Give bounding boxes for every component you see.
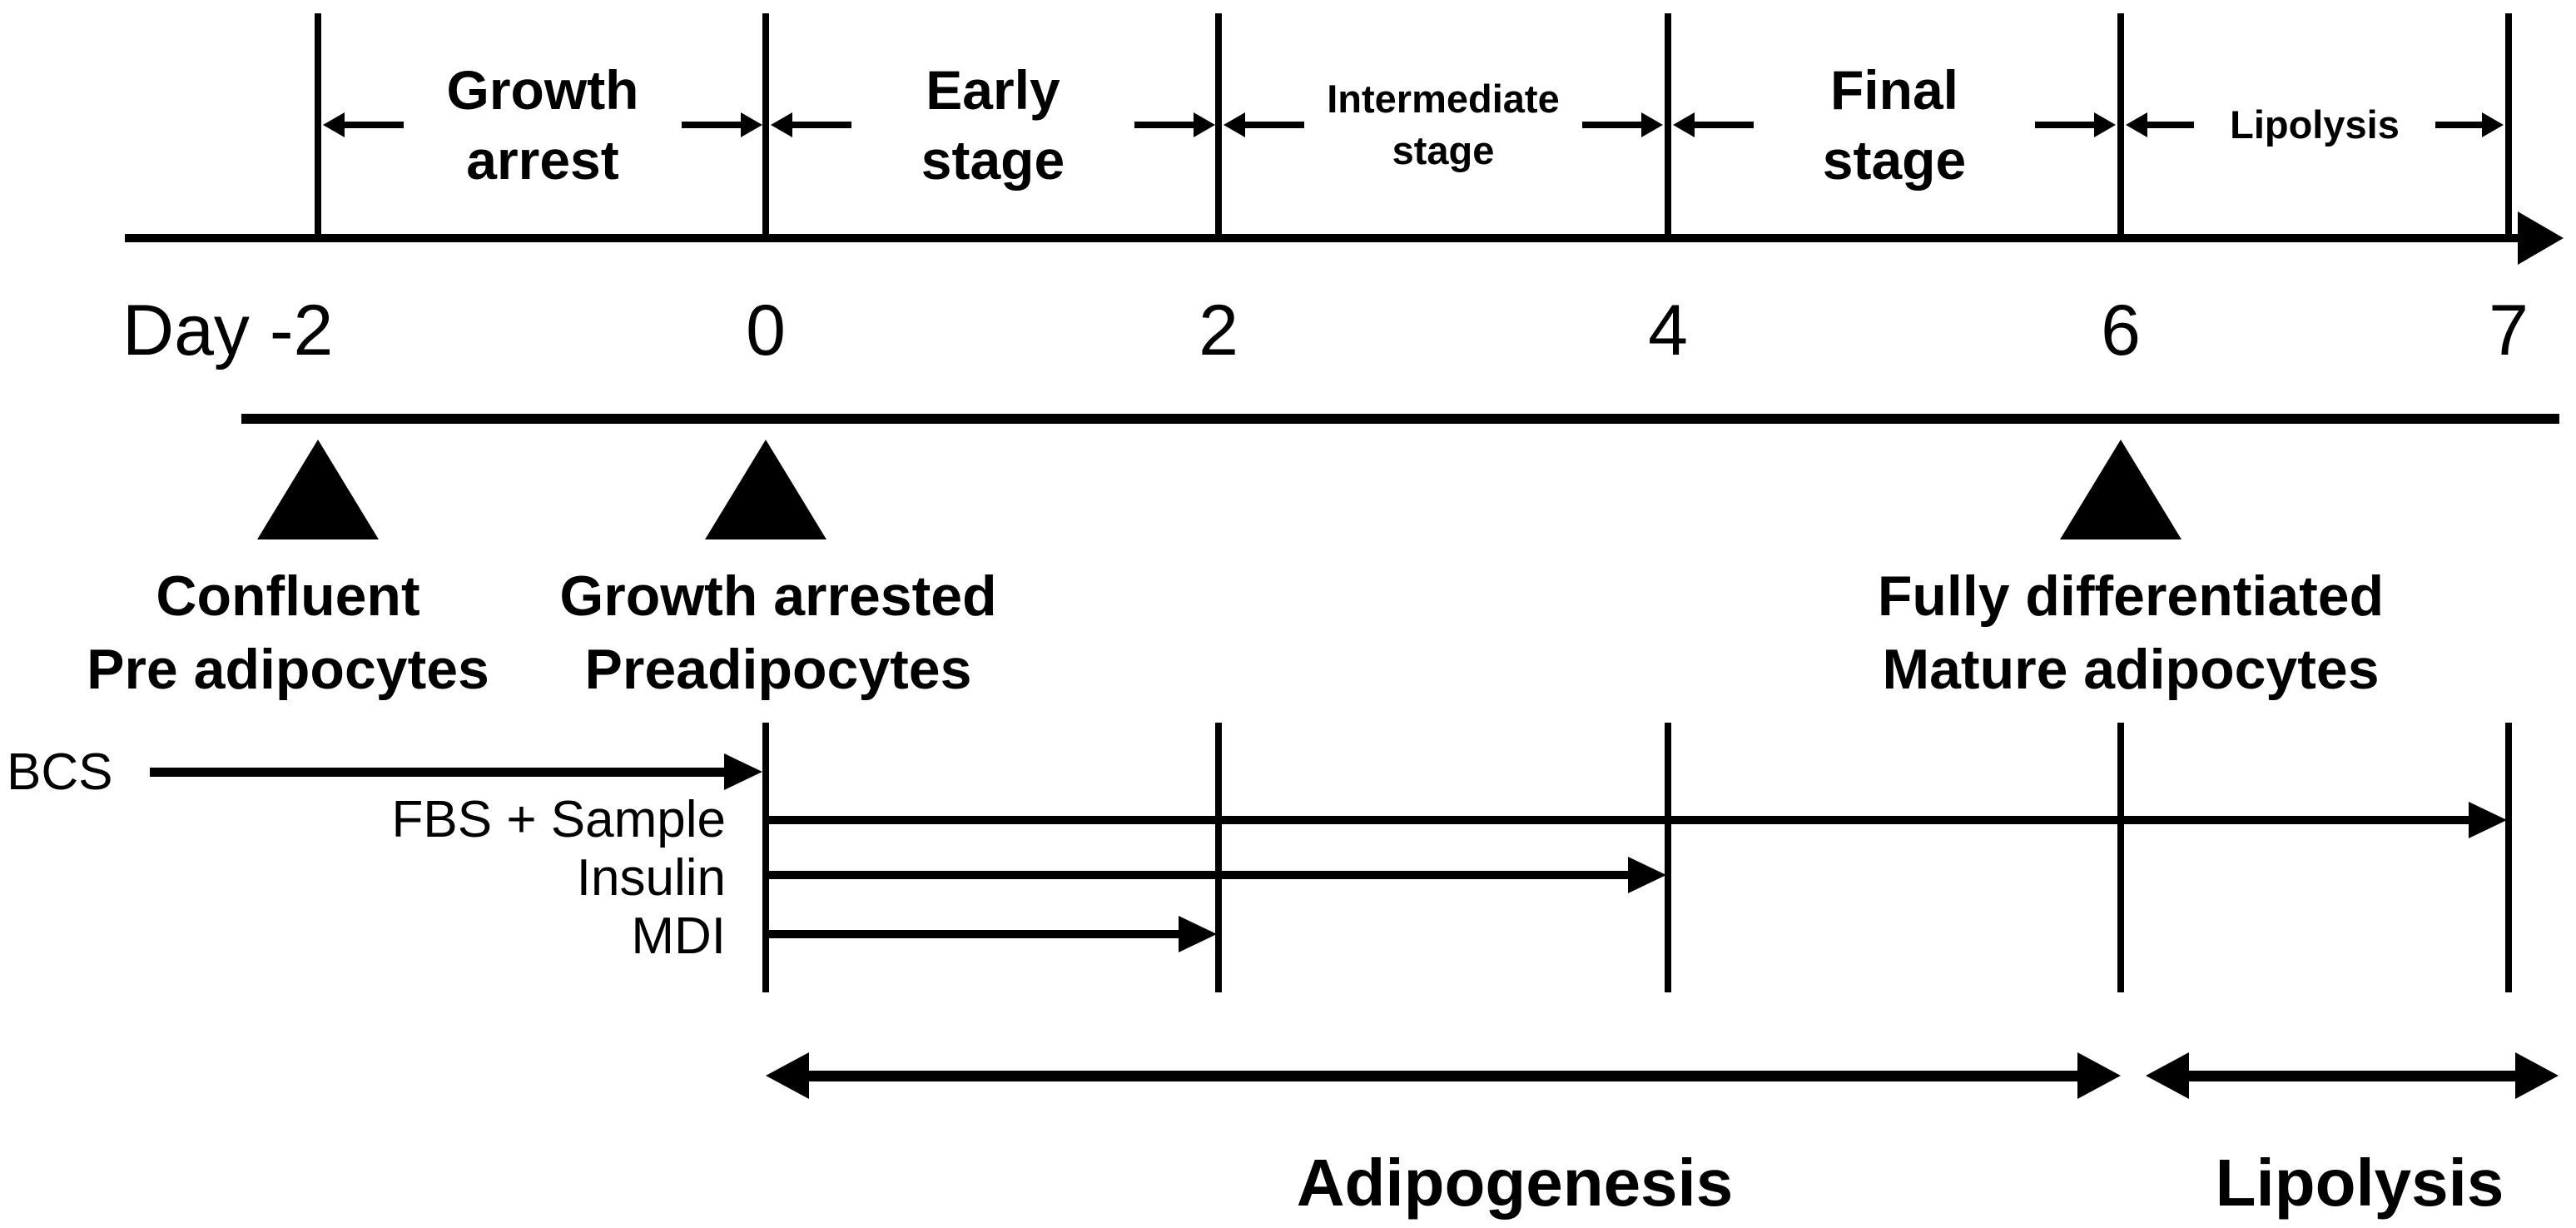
lipolysis-arrow-line — [2184, 1071, 2517, 1081]
lipolysis-arrowhead-right-icon — [2515, 1052, 2559, 1099]
lower-line-day-2 — [1215, 723, 1222, 992]
stage-label: Final stage — [1822, 59, 1967, 191]
arrow-right-icon — [2435, 112, 2504, 137]
axis-tick-day-2 — [1215, 13, 1222, 238]
arrow-left-icon — [1673, 112, 1754, 137]
treatment-arrowhead-insulin-icon — [1628, 857, 1666, 893]
day-label-4: 4 — [1648, 291, 1688, 370]
axis-tick-day-4 — [1665, 13, 1671, 238]
axis-tick-day-0 — [762, 13, 769, 238]
stage-segment-final-stage: Final stage — [1673, 55, 2116, 195]
arrow-left-icon — [771, 112, 851, 137]
treatment-arrowhead-bcs-icon — [724, 753, 762, 790]
treatment-arrowhead-mdi-icon — [1179, 916, 1217, 952]
milestone-label-growth-arrested: Growth arrested Preadipocytes — [559, 564, 997, 701]
treatment-label-bcs: BCS — [7, 743, 113, 801]
day-label-0: 0 — [746, 291, 786, 370]
adipogenesis-arrow-line — [804, 1071, 2079, 1081]
time-axis-arrowhead-icon — [2518, 211, 2564, 265]
time-axis-line — [125, 234, 2518, 242]
arrow-right-icon — [2034, 112, 2116, 137]
arrow-right-icon — [1134, 112, 1215, 137]
arrow-left-icon — [1223, 112, 1304, 137]
process-label-lipolysis: Lipolysis — [2215, 1146, 2504, 1220]
day-label-7: 7 — [2489, 291, 2529, 370]
lower-line-day-4 — [1665, 723, 1671, 992]
axis-tick-day-6 — [2117, 13, 2124, 238]
stage-segment-intermediate-stage: Intermediate stage — [1223, 55, 1663, 195]
adipogenesis-arrowhead-left-icon — [766, 1052, 809, 1099]
day-label-2: 2 — [1199, 291, 1238, 370]
stage-label: Intermediate stage — [1327, 77, 1560, 172]
treatment-label-fbs-sample: FBS + Sample — [391, 791, 726, 848]
lower-line-day-7 — [2505, 723, 2512, 992]
stage-segment-early-stage: Early stage — [771, 55, 1215, 195]
separator-line — [241, 414, 2559, 424]
lipolysis-arrowhead-left-icon — [2146, 1052, 2189, 1099]
lower-line-day-0 — [762, 723, 769, 992]
arrow-left-icon — [323, 112, 404, 137]
day-label-6: 6 — [2101, 291, 2141, 370]
adipogenesis-arrowhead-right-icon — [2077, 1052, 2121, 1099]
milestone-triangle-icon-day-minus2 — [257, 440, 379, 539]
stage-label: Early stage — [921, 59, 1065, 191]
stage-label: Growth arrest — [446, 59, 639, 191]
arrow-left-icon — [2126, 112, 2194, 137]
treatment-arrow-fbs-sample — [766, 816, 2472, 824]
arrow-right-icon — [682, 112, 762, 137]
treatment-label-mdi: MDI — [631, 907, 726, 965]
treatment-arrowhead-fbs-sample-icon — [2469, 802, 2507, 838]
stage-segment-lipolysis: Lipolysis — [2126, 55, 2504, 195]
day-label-minus2: Day -2 — [122, 291, 334, 370]
process-label-adipogenesis: Adipogenesis — [1296, 1146, 1734, 1220]
milestone-triangle-icon-day-0 — [705, 440, 826, 539]
axis-tick-day-7 — [2505, 13, 2512, 238]
treatment-arrow-insulin — [766, 871, 1631, 879]
treatment-arrow-mdi — [766, 930, 1182, 938]
treatment-label-insulin: Insulin — [576, 849, 726, 907]
stage-label: Lipolysis — [2230, 102, 2400, 147]
milestone-label-confluent: Confluent Pre adipocytes — [87, 564, 489, 701]
arrow-right-icon — [1581, 112, 1663, 137]
milestone-triangle-icon-day-6 — [2060, 440, 2181, 539]
milestone-label-fully-differentiated: Fully differentiated Mature adipocytes — [1877, 564, 2385, 701]
axis-tick-day-minus2 — [315, 13, 321, 238]
stage-segment-growth-arrest: Growth arrest — [323, 55, 762, 195]
lower-line-day-6 — [2117, 723, 2124, 992]
treatment-arrow-bcs — [150, 768, 728, 777]
